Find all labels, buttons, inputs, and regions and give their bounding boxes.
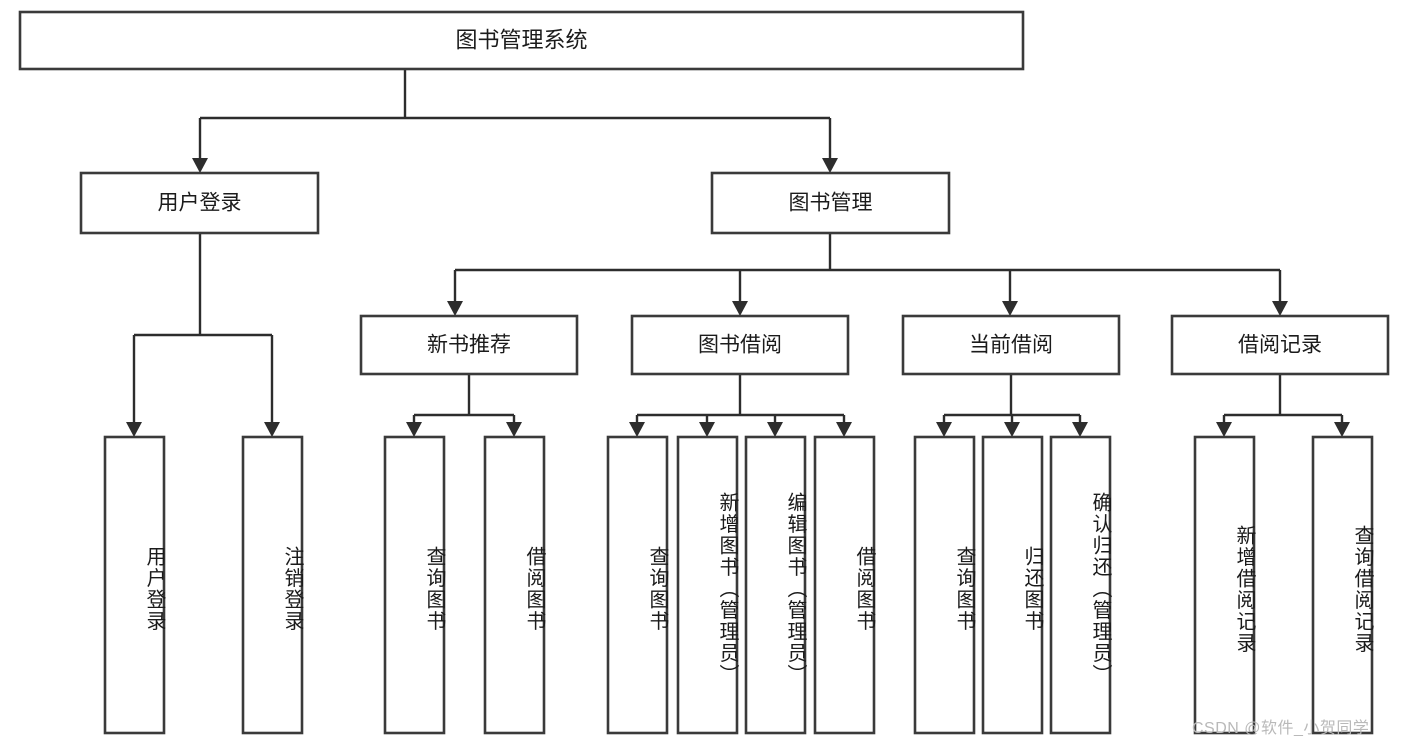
user-login-branch-0-arrowhead [126,422,142,437]
root-branch-1-arrowhead [822,158,838,173]
book-manage-branch-2-arrowhead [1002,301,1018,316]
node-box-book-borrow[interactable] [630,314,850,376]
node-box-leaf-borrow-book-1[interactable] [483,435,546,735]
node-box-leaf-borrow-book-2[interactable] [813,435,876,735]
node-box-new-book-recommend[interactable] [359,314,579,376]
node-label-root: 图书管理系统 [455,27,587,52]
root-branch-0-arrowhead [192,158,208,173]
node-box-user-login[interactable] [79,171,320,235]
node-box-leaf-logout[interactable] [241,435,304,735]
node-label-new-book-recommend: 新书推荐 [427,334,511,357]
node-box-leaf-add-book[interactable] [676,435,739,735]
node-label-user-login: 用户登录 [158,192,242,215]
boxes-layer [18,10,1390,735]
node-box-leaf-query-record[interactable] [1311,435,1374,735]
node-box-leaf-query-book-1[interactable] [383,435,446,735]
book-borrow-leaf-3-arrowhead [836,422,852,437]
node-box-root[interactable] [18,10,1025,71]
node-box-leaf-user-login[interactable] [103,435,166,735]
book-manage-branch-1-arrowhead [732,301,748,316]
node-box-book-manage[interactable] [710,171,951,235]
book-borrow-leaf-1-arrowhead [699,422,715,437]
book-manage-branch-0-arrowhead [447,301,463,316]
node-box-leaf-add-record[interactable] [1193,435,1256,735]
connectors-layer [126,69,1350,437]
node-label-book-manage: 图书管理 [789,192,873,215]
borrow-record-leaf-0-arrowhead [1216,422,1232,437]
book-manage-branch-3-arrowhead [1272,301,1288,316]
node-box-current-borrow[interactable] [901,314,1121,376]
node-label-borrow-record: 借阅记录 [1238,334,1322,357]
borrow-record-leaf-1-arrowhead [1334,422,1350,437]
node-box-leaf-query-book-3[interactable] [913,435,976,735]
new-book-recommend-leaf-1-arrowhead [506,422,522,437]
user-login-branch-1-arrowhead [264,422,280,437]
current-borrow-leaf-0-arrowhead [936,422,952,437]
new-book-recommend-leaf-0-arrowhead [406,422,422,437]
node-box-leaf-edit-book[interactable] [744,435,807,735]
node-box-leaf-confirm-return[interactable] [1049,435,1112,735]
node-label-current-borrow: 当前借阅 [969,334,1053,357]
watermark-csdn: CSDN @软件_小贺同学 [1192,720,1370,737]
book-borrow-leaf-0-arrowhead [629,422,645,437]
current-borrow-leaf-2-arrowhead [1072,422,1088,437]
current-borrow-leaf-1-arrowhead [1004,422,1020,437]
node-label-book-borrow: 图书借阅 [698,334,782,357]
book-borrow-leaf-2-arrowhead [767,422,783,437]
node-box-borrow-record[interactable] [1170,314,1390,376]
node-box-leaf-query-book-2[interactable] [606,435,669,735]
node-box-leaf-return-book[interactable] [981,435,1044,735]
